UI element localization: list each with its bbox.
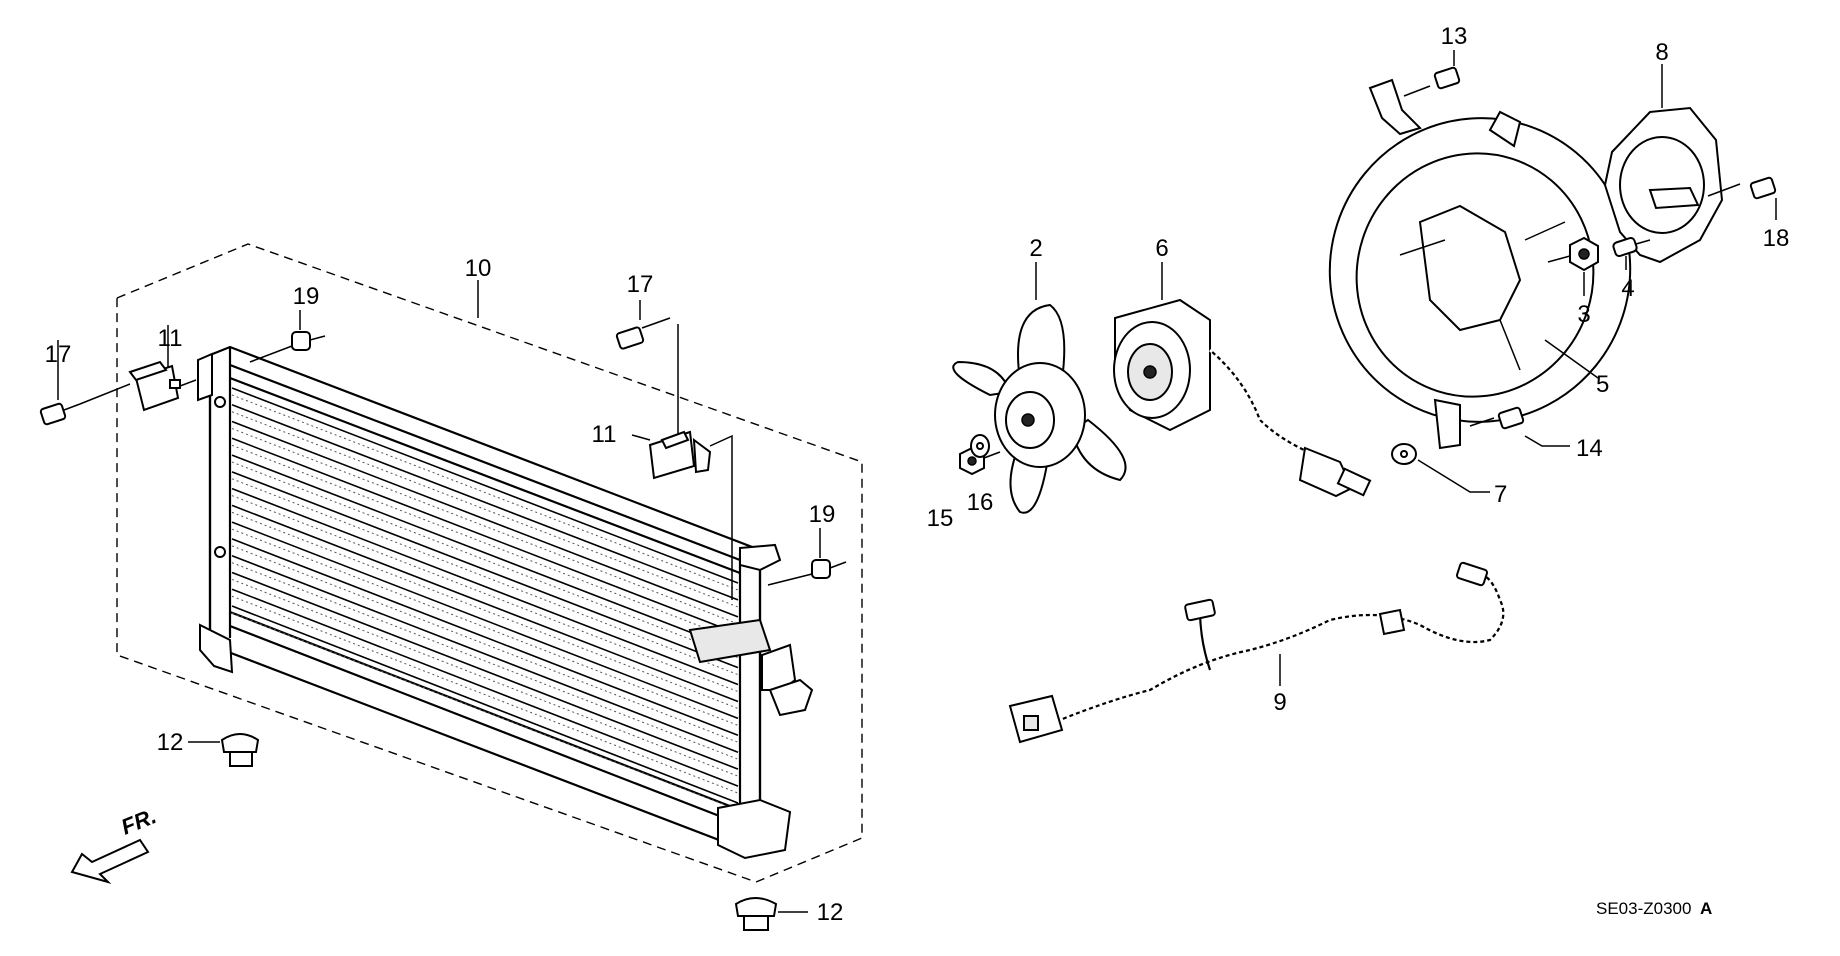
condenser-fin xyxy=(231,595,739,794)
condenser-tube xyxy=(231,521,739,720)
fan-motor xyxy=(1113,262,1372,498)
bracket-top-right xyxy=(739,543,782,572)
diagram-code-suffix: A xyxy=(1700,899,1712,918)
condenser-tube xyxy=(231,554,739,753)
fan-assembly xyxy=(952,262,1127,514)
bolt-17-left xyxy=(39,340,131,426)
part-label-16: 16 xyxy=(967,489,994,516)
part-label-19-right: 19 xyxy=(809,501,836,528)
condenser-tube xyxy=(231,504,739,703)
spacer-4 xyxy=(1612,236,1651,270)
condenser-fin xyxy=(231,394,739,591)
part-label-7: 7 xyxy=(1494,481,1507,508)
fitting-block xyxy=(688,618,772,664)
condenser-fin xyxy=(231,578,739,777)
condenser-fin xyxy=(231,545,739,743)
bolt-14 xyxy=(1469,406,1570,447)
condenser-tube xyxy=(231,538,739,737)
nut-3 xyxy=(1547,236,1599,296)
part-label-12-bottom: 12 xyxy=(817,899,844,926)
bolt-hole xyxy=(214,546,226,558)
part-label-6: 6 xyxy=(1155,235,1168,262)
condenser-fin xyxy=(231,428,739,625)
condenser-tube xyxy=(231,487,739,686)
part-label-9: 9 xyxy=(1273,689,1286,716)
washer-16 xyxy=(970,434,990,458)
grommet-12-left xyxy=(188,733,260,767)
part-label-13: 13 xyxy=(1441,23,1468,50)
part-label-2: 2 xyxy=(1029,235,1042,262)
bolt-hole xyxy=(214,396,226,408)
part-label-17-left: 17 xyxy=(45,341,72,368)
front-direction-indicator: FR. xyxy=(70,803,160,884)
condenser-fin xyxy=(231,528,739,726)
condenser-tube xyxy=(231,571,739,770)
condenser-fin xyxy=(231,461,739,659)
part-label-10: 10 xyxy=(465,255,492,282)
part-label-11-center: 11 xyxy=(592,421,617,448)
condenser-fin xyxy=(231,478,739,676)
part-label-14: 14 xyxy=(1576,435,1603,462)
shroud-mount-tab xyxy=(1488,110,1522,148)
fan-shaft xyxy=(1021,413,1035,427)
condenser-tube xyxy=(231,420,739,618)
condenser-assembly xyxy=(39,243,863,931)
grommet-7 xyxy=(1391,443,1490,493)
part-label-12-left: 12 xyxy=(157,729,184,756)
condenser-fin xyxy=(231,511,739,709)
part-label-11-left: 11 xyxy=(158,325,183,352)
diagram-code: SE03-Z0300 A xyxy=(1596,899,1712,918)
bracket-top-left xyxy=(197,352,213,402)
pipe-connector xyxy=(768,678,814,717)
condenser-tubes xyxy=(231,387,739,811)
fan-blade xyxy=(952,360,1012,397)
assembly-boundary xyxy=(116,243,863,883)
relay-11-left xyxy=(128,325,197,412)
condenser-fin xyxy=(231,495,739,693)
part-label-4: 4 xyxy=(1621,275,1634,302)
part-label-17-center: 17 xyxy=(627,271,654,298)
fan-blade xyxy=(1017,303,1066,381)
condenser-fin xyxy=(231,612,739,811)
bracket-bottom-left xyxy=(199,623,234,674)
bolt-18 xyxy=(1707,176,1777,220)
fan-shroud xyxy=(1328,78,1632,450)
grommet-12-bottom xyxy=(734,897,808,931)
shroud-mount-tab xyxy=(1433,398,1461,450)
condenser-tube xyxy=(231,404,739,601)
condenser-tube xyxy=(231,387,739,584)
front-arrow-icon xyxy=(70,838,150,884)
front-direction-label: FR. xyxy=(118,803,160,839)
part-label-15: 15 xyxy=(927,505,954,532)
bracket-bottom-right xyxy=(717,798,792,860)
condenser-fin xyxy=(231,444,739,642)
grommet-19-right xyxy=(767,528,847,586)
part-label-18: 18 xyxy=(1763,225,1790,252)
bolt-17-center xyxy=(615,300,679,443)
condenser-fin xyxy=(231,411,739,608)
condenser-tube xyxy=(231,588,739,787)
part-label-19-left: 19 xyxy=(293,283,320,310)
diagram-code-text: SE03-Z0300 xyxy=(1596,899,1691,918)
condenser-tube xyxy=(231,437,739,635)
bolt-13 xyxy=(1403,50,1461,97)
motor-cover xyxy=(1603,64,1724,264)
part-number-labels: 10 17 11 19 17 11 19 12 12 2 6 15 16 13 … xyxy=(45,23,1790,926)
condenser-tube xyxy=(231,605,739,804)
grommet-19-left xyxy=(249,310,326,363)
part-label-3: 3 xyxy=(1577,301,1590,328)
condenser-tube xyxy=(231,471,739,669)
part-label-5: 5 xyxy=(1596,371,1609,398)
part-label-8: 8 xyxy=(1655,39,1668,66)
wire-harness xyxy=(1008,561,1506,744)
relay-11-center xyxy=(631,430,733,600)
shroud-mount-tab xyxy=(1368,78,1422,136)
condenser-tube xyxy=(231,454,739,652)
condenser-fin xyxy=(231,562,739,760)
